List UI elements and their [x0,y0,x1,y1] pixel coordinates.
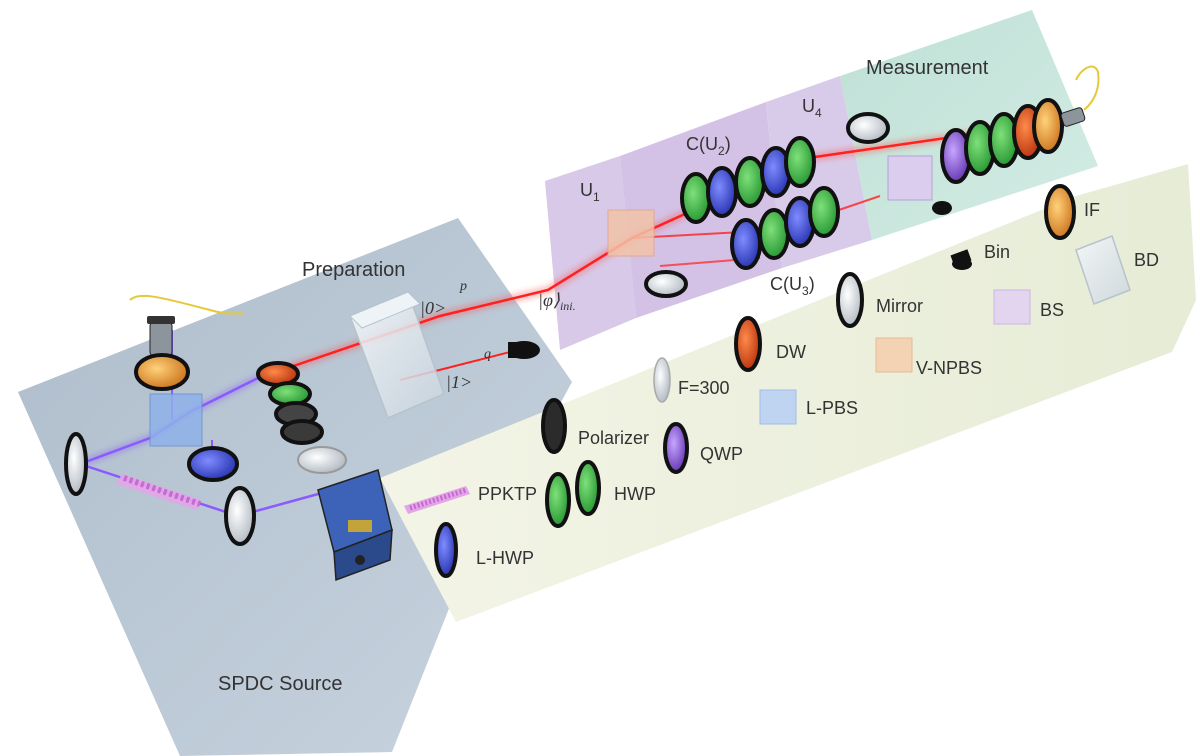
ket-1-label: |1> [446,372,472,392]
legend-label-ppktp: PPKTP [478,484,537,504]
laser-icon [317,469,393,582]
mirror-icon [224,486,256,546]
lens-icon [297,446,347,474]
panel-title-u1: U1 [580,180,600,204]
legend-label-lpbs: L-PBS [806,398,858,418]
bin-block-icon [932,201,952,215]
panel-title-u4: U4 [802,96,822,120]
panel-title-preparation: Preparation [302,259,405,281]
lhwp-plate-icon [187,446,239,482]
mode-p-label: p [459,279,467,294]
legend-bin-icon [950,249,972,270]
panel-title-cu2: C(U2) [686,134,731,158]
legend-ppktp-icon [404,486,470,514]
mirror-icon [64,432,88,496]
legend-if-icon [1044,184,1076,240]
legend-dw-icon [734,316,762,372]
legend-label-bin: Bin [984,242,1010,262]
bd-prism-icon [349,291,445,419]
fiber-coupler-icon [1060,65,1100,127]
panel-title-cu3: C(U3) [770,274,815,298]
bs-cube-icon [887,155,933,201]
legend-label-hwp: HWP [614,484,656,504]
v-npbs-cube-icon [607,209,655,257]
legend-label-if: IF [1084,200,1100,220]
legend-lpbs-icon [759,389,797,425]
mode-q-label: q [484,347,491,362]
bin-block-icon [508,341,540,359]
mirror-icon [846,112,890,144]
legend-lhwp-icon [434,522,458,578]
legend-bd-icon [1075,235,1131,305]
legend-bs-icon [993,289,1031,325]
legend-label-qwp: QWP [700,444,743,464]
legend-qwp-icon [663,422,689,474]
legend-label-polarizer: Polarizer [578,428,649,448]
polarizer-icon [280,419,324,445]
legend-lens-icon [653,357,671,403]
legend-vnpbs-icon [875,337,913,373]
fiber-coupler-icon [129,294,245,357]
legend-label-lhwp: L-HWP [476,548,534,568]
measurement-waveplates [940,98,1064,184]
initial-state-label: |φ⟩ini. [538,290,576,313]
if-filter-icon [134,353,190,391]
legend-label-vnpbs: V-NPBS [916,358,982,378]
ket-0-label: |0> [420,298,446,318]
legend-hwp-icon [545,460,601,528]
legend-mirror-icon [836,272,864,328]
legend-label-dw: DW [776,342,806,362]
mirror-icon [644,270,688,298]
legend-label-mirror: Mirror [876,296,923,316]
legend-label-bs: BS [1040,300,1064,320]
pbs-cube-icon [149,393,203,447]
u1-panel [545,156,636,350]
legend-label-lens: F=300 [678,378,730,398]
cu2-waveplates [680,136,816,224]
legend-polarizer-icon [541,398,567,454]
ppktp-crystal-icon [116,474,202,510]
panel-title-spdc-source: SPDC Source [218,673,343,695]
cu3-waveplates [730,186,840,270]
legend-label-bd: BD [1134,250,1159,270]
panel-title-measurement: Measurement [866,57,989,79]
